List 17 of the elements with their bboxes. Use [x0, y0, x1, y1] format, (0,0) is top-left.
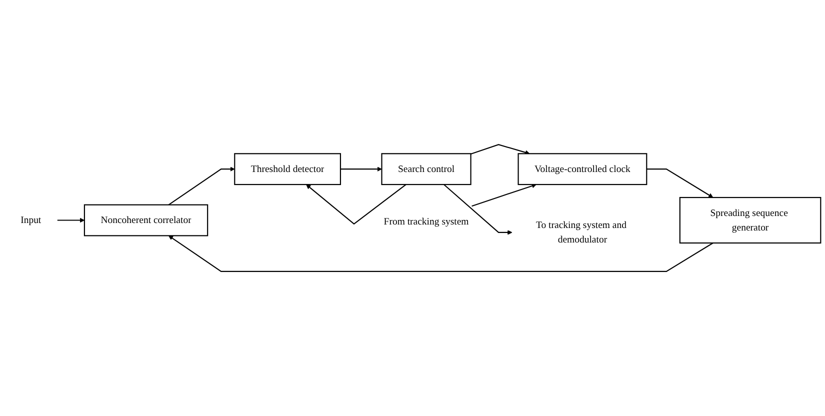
process-box: Spreading sequence generator [679, 196, 822, 244]
arrow [646, 168, 714, 198]
arrow [168, 235, 714, 272]
arrow [306, 184, 406, 225]
arrow [57, 218, 85, 223]
arrow [472, 184, 536, 207]
signal-label: Input [20, 214, 42, 226]
process-box: Voltage-controlled clock [518, 153, 648, 186]
arrow [470, 144, 530, 155]
process-box: Threshold detector [234, 153, 341, 186]
arrow [168, 166, 235, 206]
process-box: Noncoherent correlator [84, 204, 208, 236]
arrow [444, 184, 512, 235]
process-box: Search control [381, 153, 472, 186]
arrow [340, 166, 382, 172]
signal-label: To tracking system and demodulator [536, 219, 626, 245]
signal-label: From tracking system [384, 216, 469, 227]
